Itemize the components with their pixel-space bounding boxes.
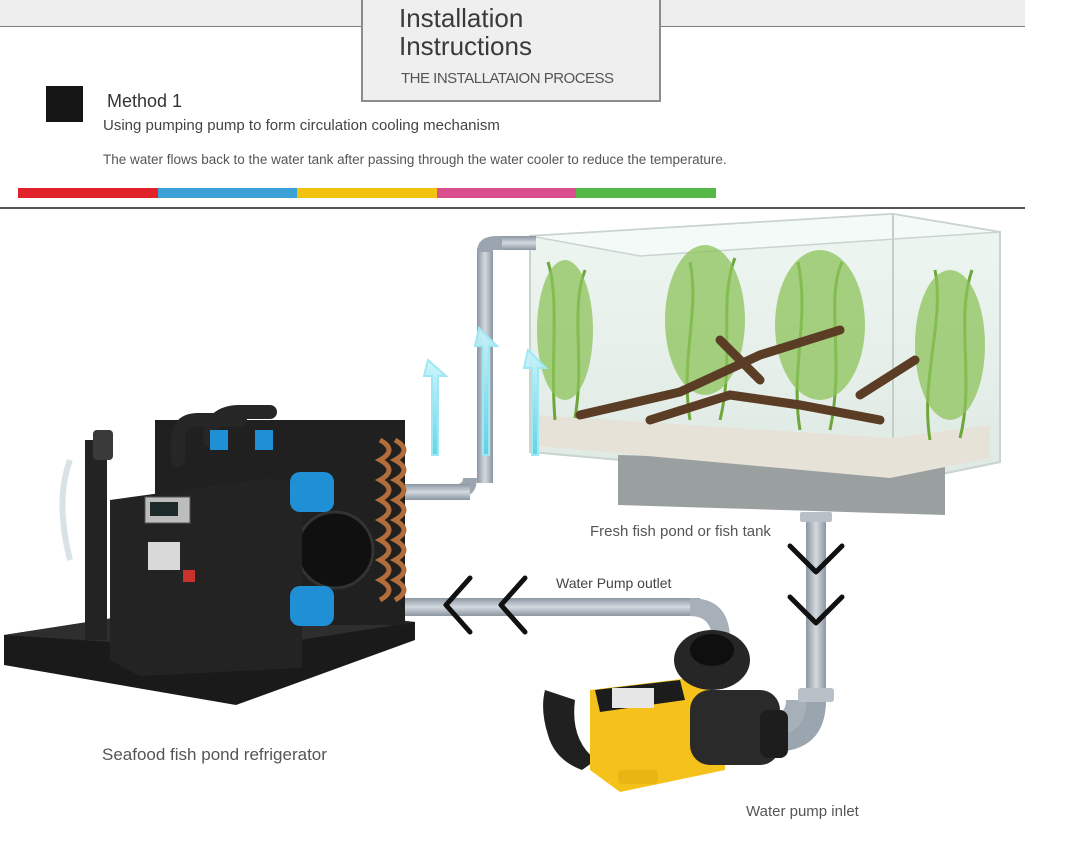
stripe-red <box>18 188 158 198</box>
stripe-green <box>576 188 716 198</box>
page-title: Installation Instructions <box>399 3 532 61</box>
driftwood <box>575 325 920 425</box>
up-flow-arrows <box>422 326 549 456</box>
refrigerator-label: Seafood fish pond refrigerator <box>102 745 327 764</box>
flow-chevrons <box>443 543 845 635</box>
water-pump <box>543 630 788 792</box>
pump-inlet-label: Water pump inlet <box>746 803 859 820</box>
fish-tank <box>529 212 1001 515</box>
section-divider <box>0 207 1025 209</box>
page-subtitle: THE INSTALLATAION PROCESS <box>401 70 614 87</box>
method-description: The water flows back to the water tank a… <box>103 152 727 167</box>
method-title: Method 1 <box>107 91 183 111</box>
stripe-pink <box>436 188 577 198</box>
method-marker <box>46 86 83 122</box>
installation-diagram <box>4 212 1001 792</box>
color-stripe-bar <box>18 188 716 198</box>
method-subtitle: Using pumping pump to form circulation c… <box>103 117 500 134</box>
stripe-yellow <box>297 188 437 198</box>
pump-outlet-label: Water Pump outlet <box>556 575 672 591</box>
stripe-blue <box>157 188 298 198</box>
title-box: Installation Instructions THE INSTALLATA… <box>361 0 661 102</box>
fish-tank-label: Fresh fish pond or fish tank <box>590 523 771 540</box>
chiller-unit <box>4 405 415 705</box>
